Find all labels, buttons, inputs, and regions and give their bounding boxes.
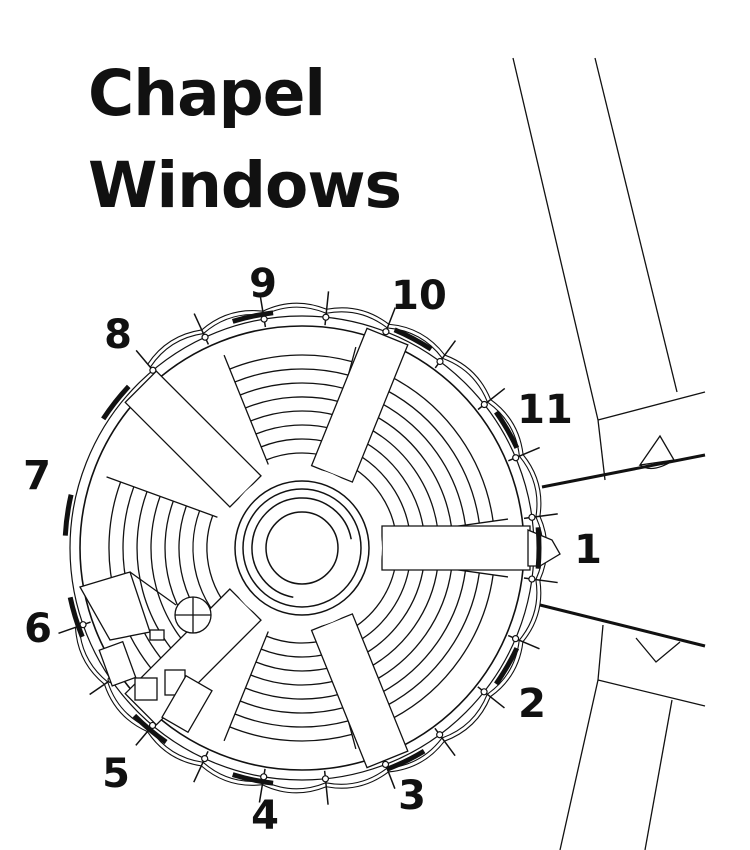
window-markers: [62, 310, 542, 786]
window-label-9: 9: [249, 261, 277, 307]
window-marker: [494, 647, 520, 686]
window-marker: [494, 410, 520, 449]
window-label-1: 1: [574, 527, 602, 573]
title-line-1: Chapel: [88, 57, 326, 130]
adjoining-building-south: [539, 603, 706, 850]
central-altar: [234, 480, 561, 616]
window-label-5: 5: [102, 751, 130, 797]
window-label-11: 11: [517, 387, 573, 433]
entrance-annex: [79, 571, 213, 734]
window-labels: 1 2 3 4 5 6 7 8 9 10 11: [23, 261, 602, 839]
window-label-6: 6: [24, 606, 52, 652]
diagram-title: Chapel Windows: [88, 48, 402, 232]
window-label-3: 3: [398, 773, 426, 819]
aisles: [124, 327, 531, 769]
window-marker: [67, 596, 85, 638]
window-label-4: 4: [251, 793, 279, 839]
window-marker: [385, 748, 426, 772]
adjoining-building-north: [512, 57, 706, 489]
title-line-2: Windows: [88, 149, 402, 222]
window-marker: [393, 327, 433, 352]
window-label-2: 2: [518, 681, 546, 727]
window-label-8: 8: [104, 312, 132, 358]
window-marker: [132, 713, 168, 745]
window-label-7: 7: [23, 453, 51, 499]
window-marker: [231, 772, 274, 786]
window-marker: [101, 384, 131, 421]
window-label-10: 10: [391, 273, 447, 319]
window-marker: [535, 527, 542, 569]
window-marker: [62, 494, 74, 536]
window-marker: [231, 310, 274, 324]
